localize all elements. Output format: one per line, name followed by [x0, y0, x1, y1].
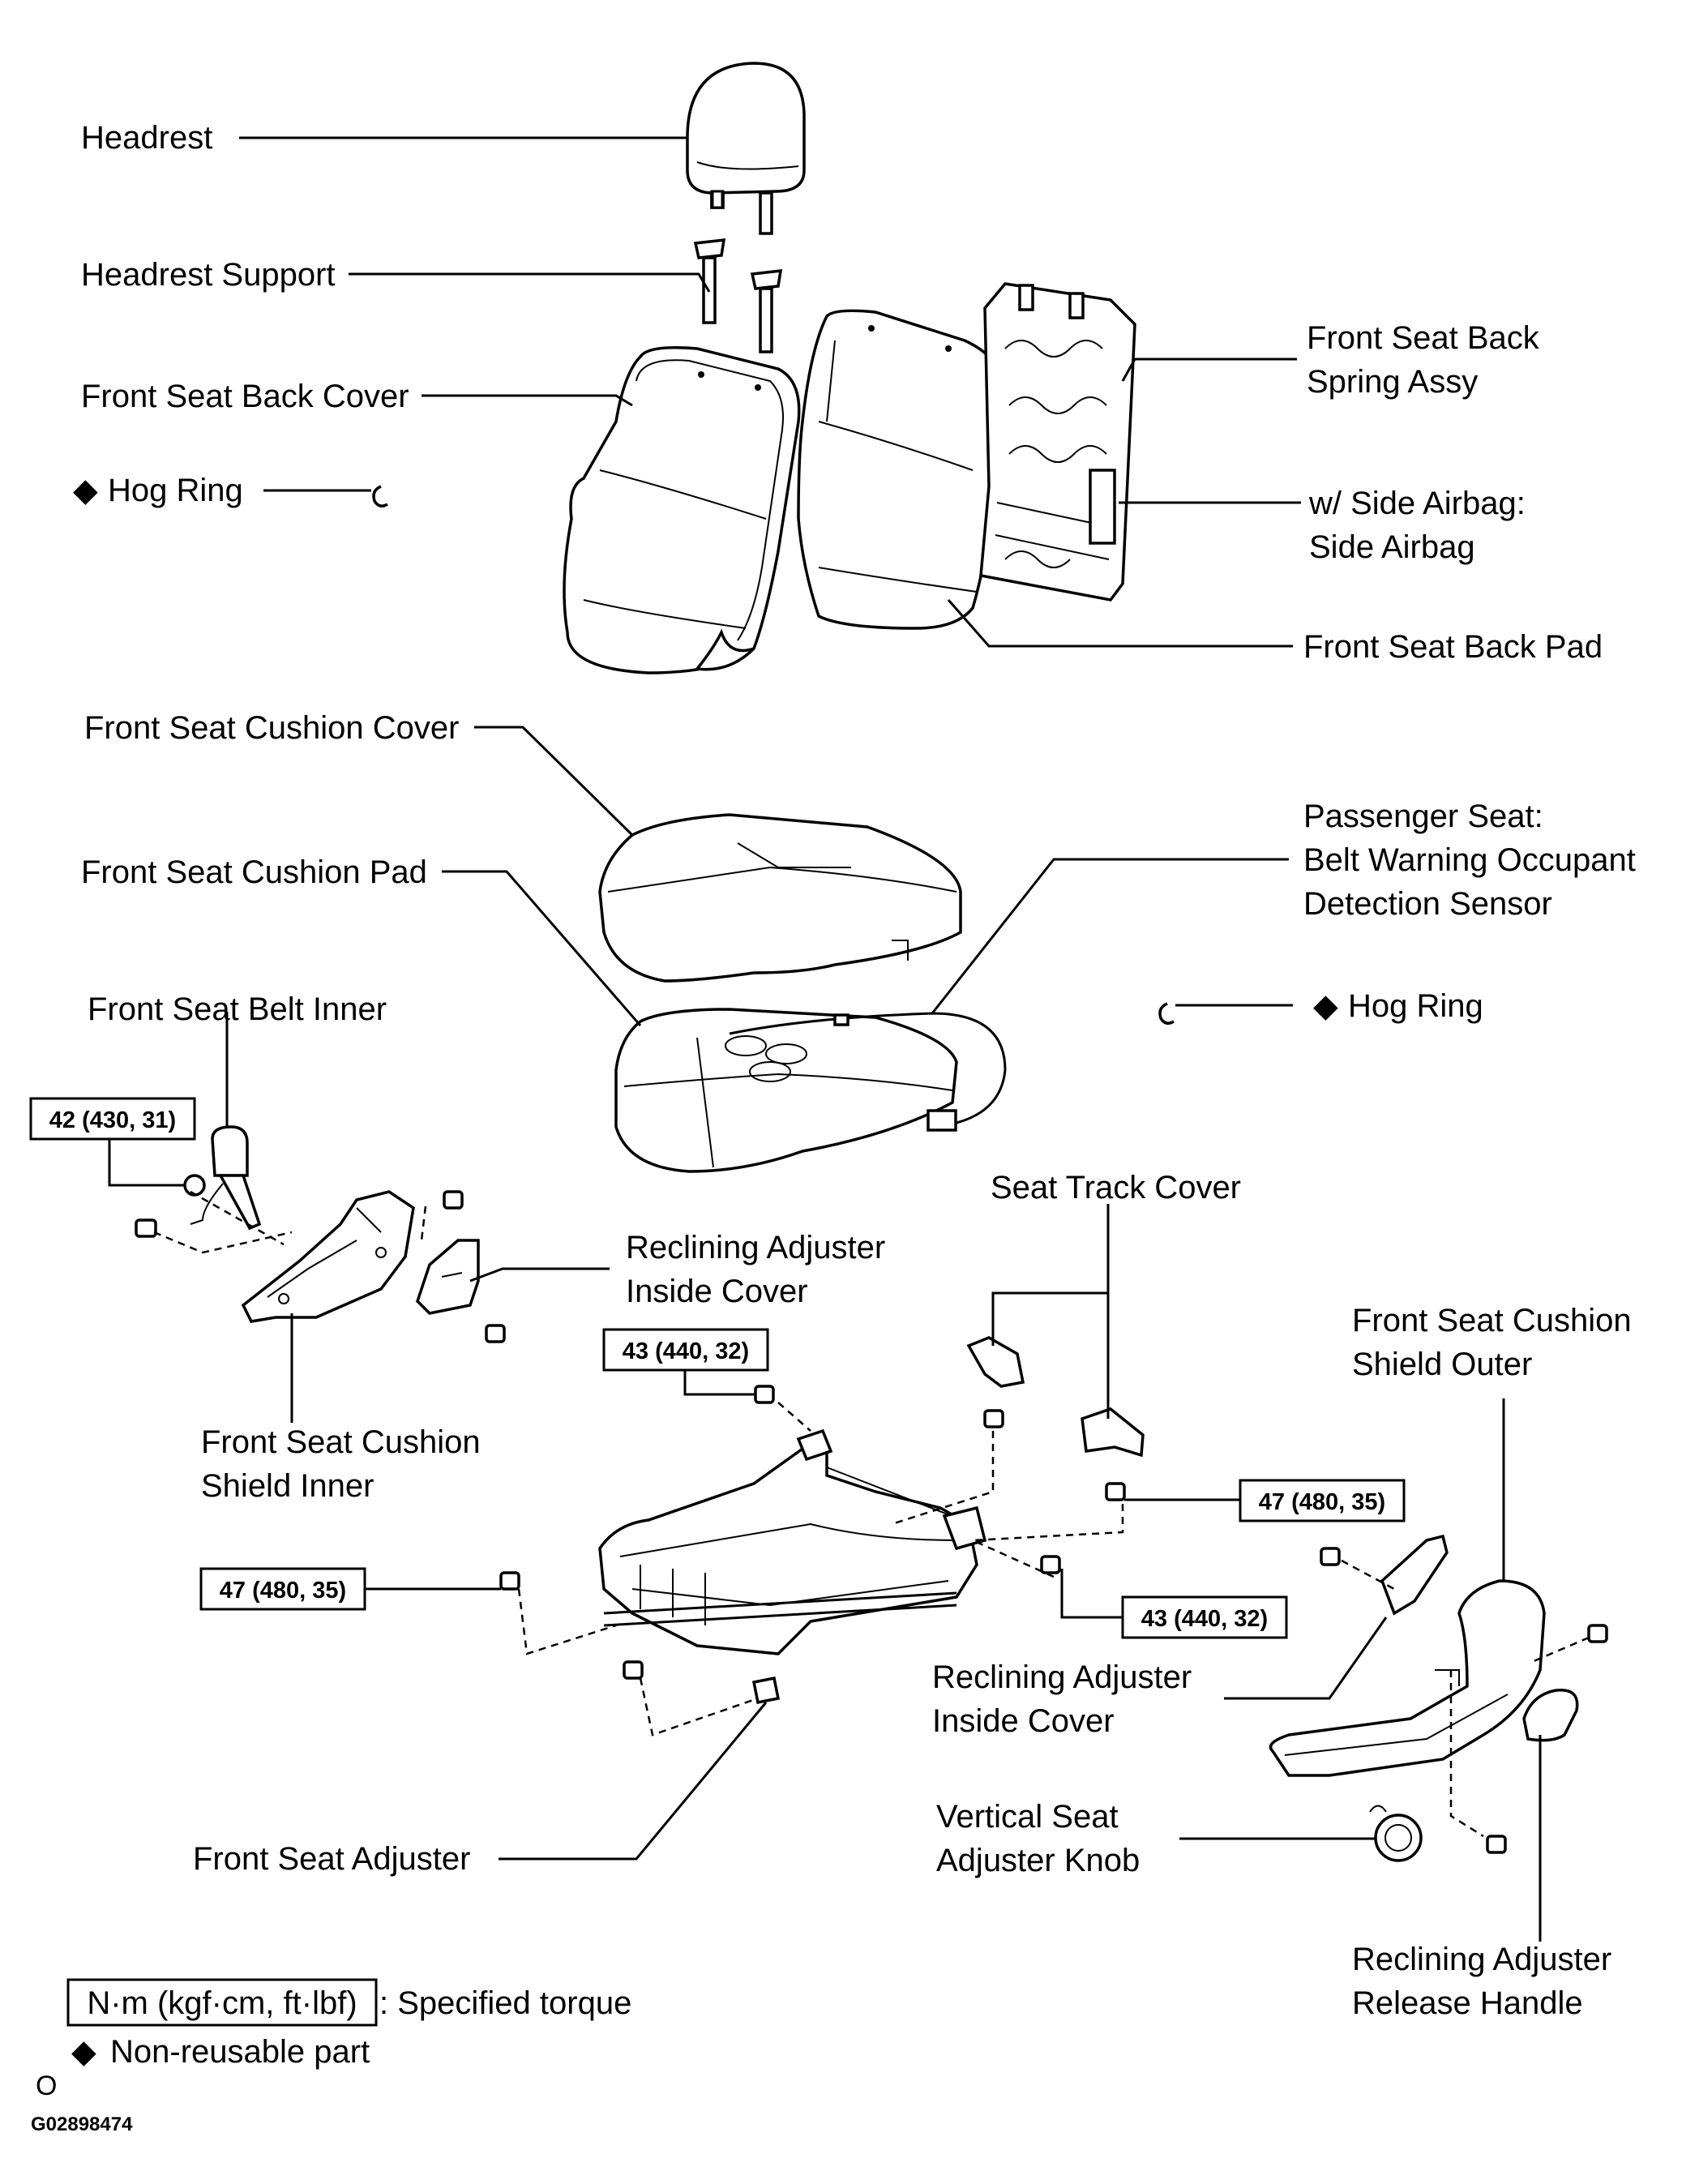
label-back-cover: Front Seat Back Cover [81, 379, 409, 414]
label-spring-assy-2: Spring Assy [1307, 364, 1478, 400]
leader-lines [108, 136, 1542, 1942]
svg-text:47 (480, 35): 47 (480, 35) [220, 1578, 346, 1604]
label-spring-assy-1: Front Seat Back [1307, 320, 1540, 356]
spring-assy-part [979, 282, 1136, 602]
label-hog-ring: Hog Ring [108, 473, 243, 508]
seat-cushion-cover-part [598, 813, 962, 983]
seat-belt-inner-part [183, 1125, 262, 1231]
seat-track-cover-part [966, 1336, 1145, 1458]
legend-torque-text: : Specified torque [379, 1985, 631, 2021]
reclining-inside-cover-right-part [1380, 1534, 1449, 1616]
label-seat-adjuster: Front Seat Adjuster [193, 1841, 470, 1877]
label-sensor-1: Passenger Seat: [1303, 799, 1543, 834]
legend-nonreusable: Non-reusable part [110, 2034, 370, 2070]
occupant-sensor-part [729, 1012, 1007, 1132]
label-cushion-cover: Front Seat Cushion Cover [84, 710, 459, 746]
label-release-handle-1: Reclining Adjuster [1352, 1942, 1611, 1977]
hog-ring-2-icon [1158, 1002, 1175, 1025]
svg-text:43 (440, 32): 43 (440, 32) [623, 1338, 749, 1364]
label-shield-outer-2: Shield Outer [1352, 1347, 1532, 1382]
label-seat-track-cover: Seat Track Cover [991, 1170, 1241, 1205]
label-vert-knob-1: Vertical Seat [936, 1799, 1119, 1835]
label-recl-inside-b-1: Reclining Adjuster [932, 1659, 1192, 1695]
legend-torque-box: N·m (kgf·cm, ft·lbf) [87, 1985, 357, 2021]
label-shield-outer-1: Front Seat Cushion [1352, 1303, 1632, 1338]
vertical-adjuster-knob-part [1369, 1805, 1423, 1862]
hog-ring-icon [372, 485, 388, 507]
reclining-inside-cover-left-part [415, 1239, 480, 1315]
cushion-shield-outer-part [1269, 1579, 1546, 1777]
label-release-handle-2: Release Handle [1352, 1985, 1583, 2021]
label-belt-inner: Front Seat Belt Inner [88, 991, 387, 1027]
label-recl-inside-2: Inside Cover [626, 1274, 808, 1309]
label-side-airbag-2: Side Airbag [1309, 529, 1475, 565]
svg-text:43 (440, 32): 43 (440, 32) [1141, 1606, 1268, 1632]
seat-back-cover-part [563, 346, 801, 674]
label-shield-inner-2: Shield Inner [201, 1468, 374, 1504]
torque-box-3: 47 (480, 35) [1239, 1479, 1406, 1522]
torque-box-2: 43 (440, 32) [602, 1328, 769, 1372]
diamond-icon: ◆ [73, 473, 98, 508]
bolt-icon [135, 1190, 1608, 1854]
legend: N·m (kgf·cm, ft·lbf) : Specified torque … [36, 1978, 631, 2101]
torque-box-1: 42 (430, 31) [29, 1097, 196, 1141]
diamond-icon: ◆ [1313, 988, 1338, 1024]
legend-mark: O [36, 2071, 57, 2101]
seat-back-pad-part [797, 309, 1008, 630]
label-headrest-support: Headrest Support [81, 257, 336, 293]
label-shield-inner-1: Front Seat Cushion [201, 1424, 481, 1460]
label-side-airbag-1: w/ Side Airbag: [1308, 486, 1526, 521]
seat-adjuster-part [598, 1428, 987, 1705]
label-back-pad: Front Seat Back Pad [1303, 629, 1603, 665]
label-recl-inside-1: Reclining Adjuster [626, 1230, 885, 1265]
torque-box-5: 43 (440, 32) [1121, 1595, 1288, 1639]
assembly-dashed-lines [153, 1190, 1590, 1838]
label-sensor-2: Belt Warning Occupant [1303, 842, 1636, 878]
label-vert-knob-2: Adjuster Knob [936, 1843, 1140, 1878]
release-handle-part [1522, 1688, 1579, 1742]
cushion-shield-inner-part [241, 1190, 415, 1323]
headrest-part [686, 62, 806, 235]
headrest-support-part [693, 238, 783, 353]
svg-text:47 (480, 35): 47 (480, 35) [1259, 1489, 1385, 1515]
figure-id: G02898474 [31, 2113, 133, 2135]
diamond-icon: ◆ [71, 2034, 96, 2070]
label-cushion-pad: Front Seat Cushion Pad [81, 854, 427, 890]
torque-box-4: 47 (480, 35) [199, 1567, 366, 1611]
label-hog-ring-2: Hog Ring [1348, 988, 1483, 1024]
label-sensor-3: Detection Sensor [1303, 886, 1552, 922]
svg-text:42 (430, 31): 42 (430, 31) [49, 1107, 176, 1133]
seat-cushion-pad-part [614, 1008, 958, 1173]
label-recl-inside-b-2: Inside Cover [932, 1703, 1115, 1739]
label-headrest: Headrest [81, 120, 212, 156]
